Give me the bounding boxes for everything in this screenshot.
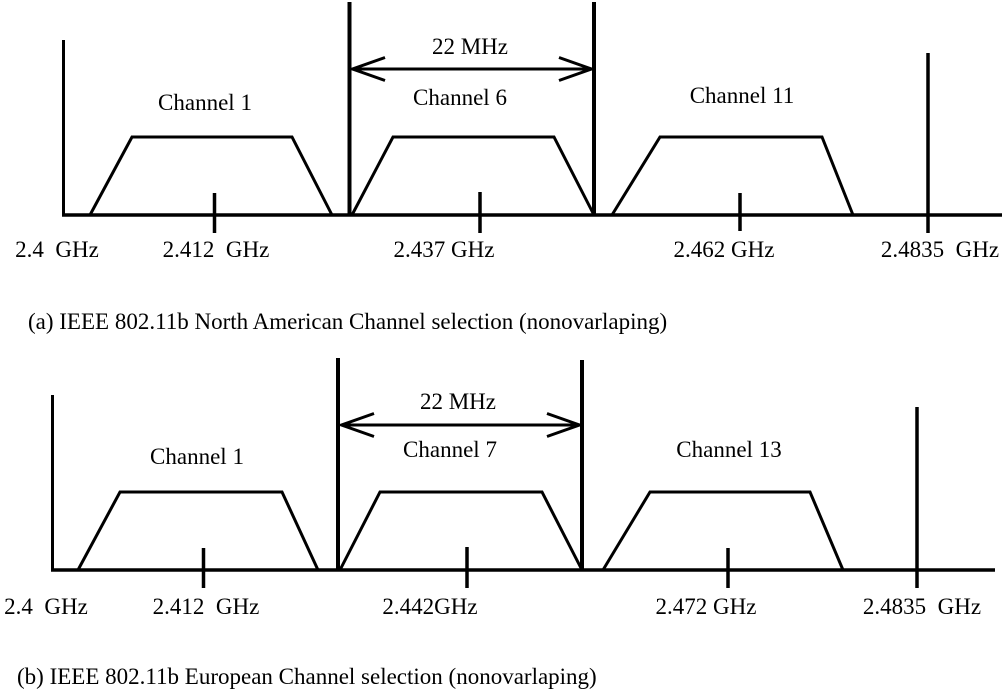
channel-1-trapezoid [88, 135, 334, 216]
frequency-label: 2.412 GHz [163, 237, 270, 262]
bandwidth-arrow [337, 412, 584, 438]
bandwidth-arrow [348, 56, 596, 82]
arrowhead-left-icon [337, 412, 375, 438]
channel-label: Channel 11 [690, 83, 795, 108]
bandwidth-label: 22 MHz [420, 389, 496, 414]
arrowhead-right-icon [546, 412, 584, 438]
axis-end-label: 2.4835 GHz [863, 594, 981, 619]
diagram-north-american: Channel 1 22 MHz Channel 6 Channel 11 2.… [15, 2, 1002, 334]
frequency-label: 2.412 GHz [153, 594, 260, 619]
channel-label: Channel 7 [403, 437, 497, 462]
arrowhead-left-icon [348, 56, 386, 82]
axis-start-label: 2.4 GHz [4, 594, 88, 619]
frequency-label: 2.462 GHz [674, 237, 775, 262]
channel-13-trapezoid [601, 490, 845, 571]
channel-label: Channel 6 [413, 85, 507, 110]
channel-1-trapezoid [76, 490, 320, 571]
arrowhead-right-icon [558, 56, 596, 82]
channel-label: Channel 1 [158, 90, 252, 115]
channel-7-trapezoid [338, 490, 584, 571]
channel-label: Channel 1 [150, 444, 244, 469]
channel-11-trapezoid [610, 135, 855, 216]
caption-a: (a) IEEE 802.11b North American Channel … [28, 309, 667, 334]
caption-b: (b) IEEE 802.11b European Channel select… [17, 664, 597, 689]
frequency-label: 2.437 GHz [394, 237, 495, 262]
channel-6-trapezoid [350, 135, 596, 216]
bandwidth-label: 22 MHz [432, 34, 508, 59]
frequency-label: 2.472 GHz [656, 594, 757, 619]
diagram-european: Channel 1 22 MHz Channel 7 Channel 13 2.… [4, 358, 995, 689]
channel-label: Channel 13 [676, 437, 781, 462]
axis-start-label: 2.4 GHz [15, 237, 99, 262]
axis-end-label: 2.4835 GHz [881, 237, 999, 262]
frequency-label: 2.442GHz [382, 594, 477, 619]
